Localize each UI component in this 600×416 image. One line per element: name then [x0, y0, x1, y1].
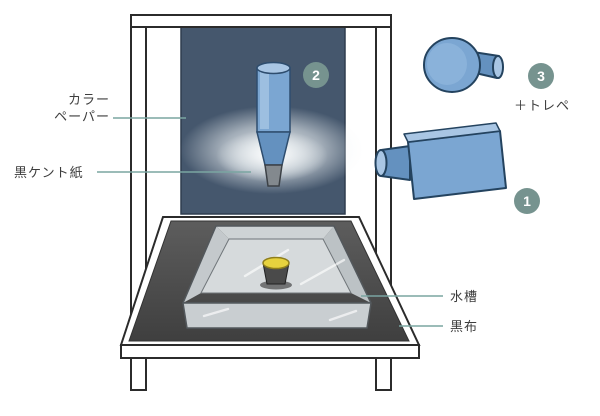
lamp-tip — [264, 164, 283, 187]
leader-lines — [97, 117, 443, 327]
water-tank — [182, 225, 372, 329]
table-front-edge — [120, 344, 420, 359]
camera-top-face — [403, 122, 501, 143]
lamp-top-cap — [256, 61, 291, 75]
frame-top-bar — [130, 14, 392, 28]
strobe-stub-cap — [492, 55, 504, 79]
label-water-tank: 水槽 — [450, 289, 479, 304]
strobe-light — [423, 37, 504, 93]
label-tracing-paper: ＋トレペ — [514, 98, 571, 113]
tank-front-wall — [182, 302, 372, 329]
label-black-cloth: 黒布 — [450, 319, 479, 334]
tank-inner-rim — [200, 238, 352, 294]
strobe-disc-highlight — [427, 43, 467, 85]
spotlight-lamp — [256, 61, 291, 187]
lamp-body-highlight — [260, 71, 269, 129]
label-color-paper-line2: ペーパー — [54, 109, 110, 124]
tank-left-wall — [183, 226, 229, 303]
cup-yellow-top — [262, 256, 290, 270]
camera-body — [407, 130, 507, 200]
label-color-paper-line1: カラー — [67, 92, 110, 107]
camera — [374, 122, 507, 200]
label-black-kent-paper: 黒ケント紙 — [14, 165, 84, 180]
badge-spotlight-2: 2 — [303, 62, 329, 88]
badge-camera-1: 1 — [514, 188, 540, 214]
label-color-paper: カラー ペーパー — [28, 91, 110, 125]
tank-right-wall — [323, 226, 371, 303]
camera-lens-cap — [374, 149, 388, 177]
tank-reflection-streaks — [202, 248, 358, 322]
badge-strobe-3: 3 — [528, 63, 554, 89]
paint-cup — [260, 256, 292, 290]
tank-back-wall — [216, 226, 334, 239]
